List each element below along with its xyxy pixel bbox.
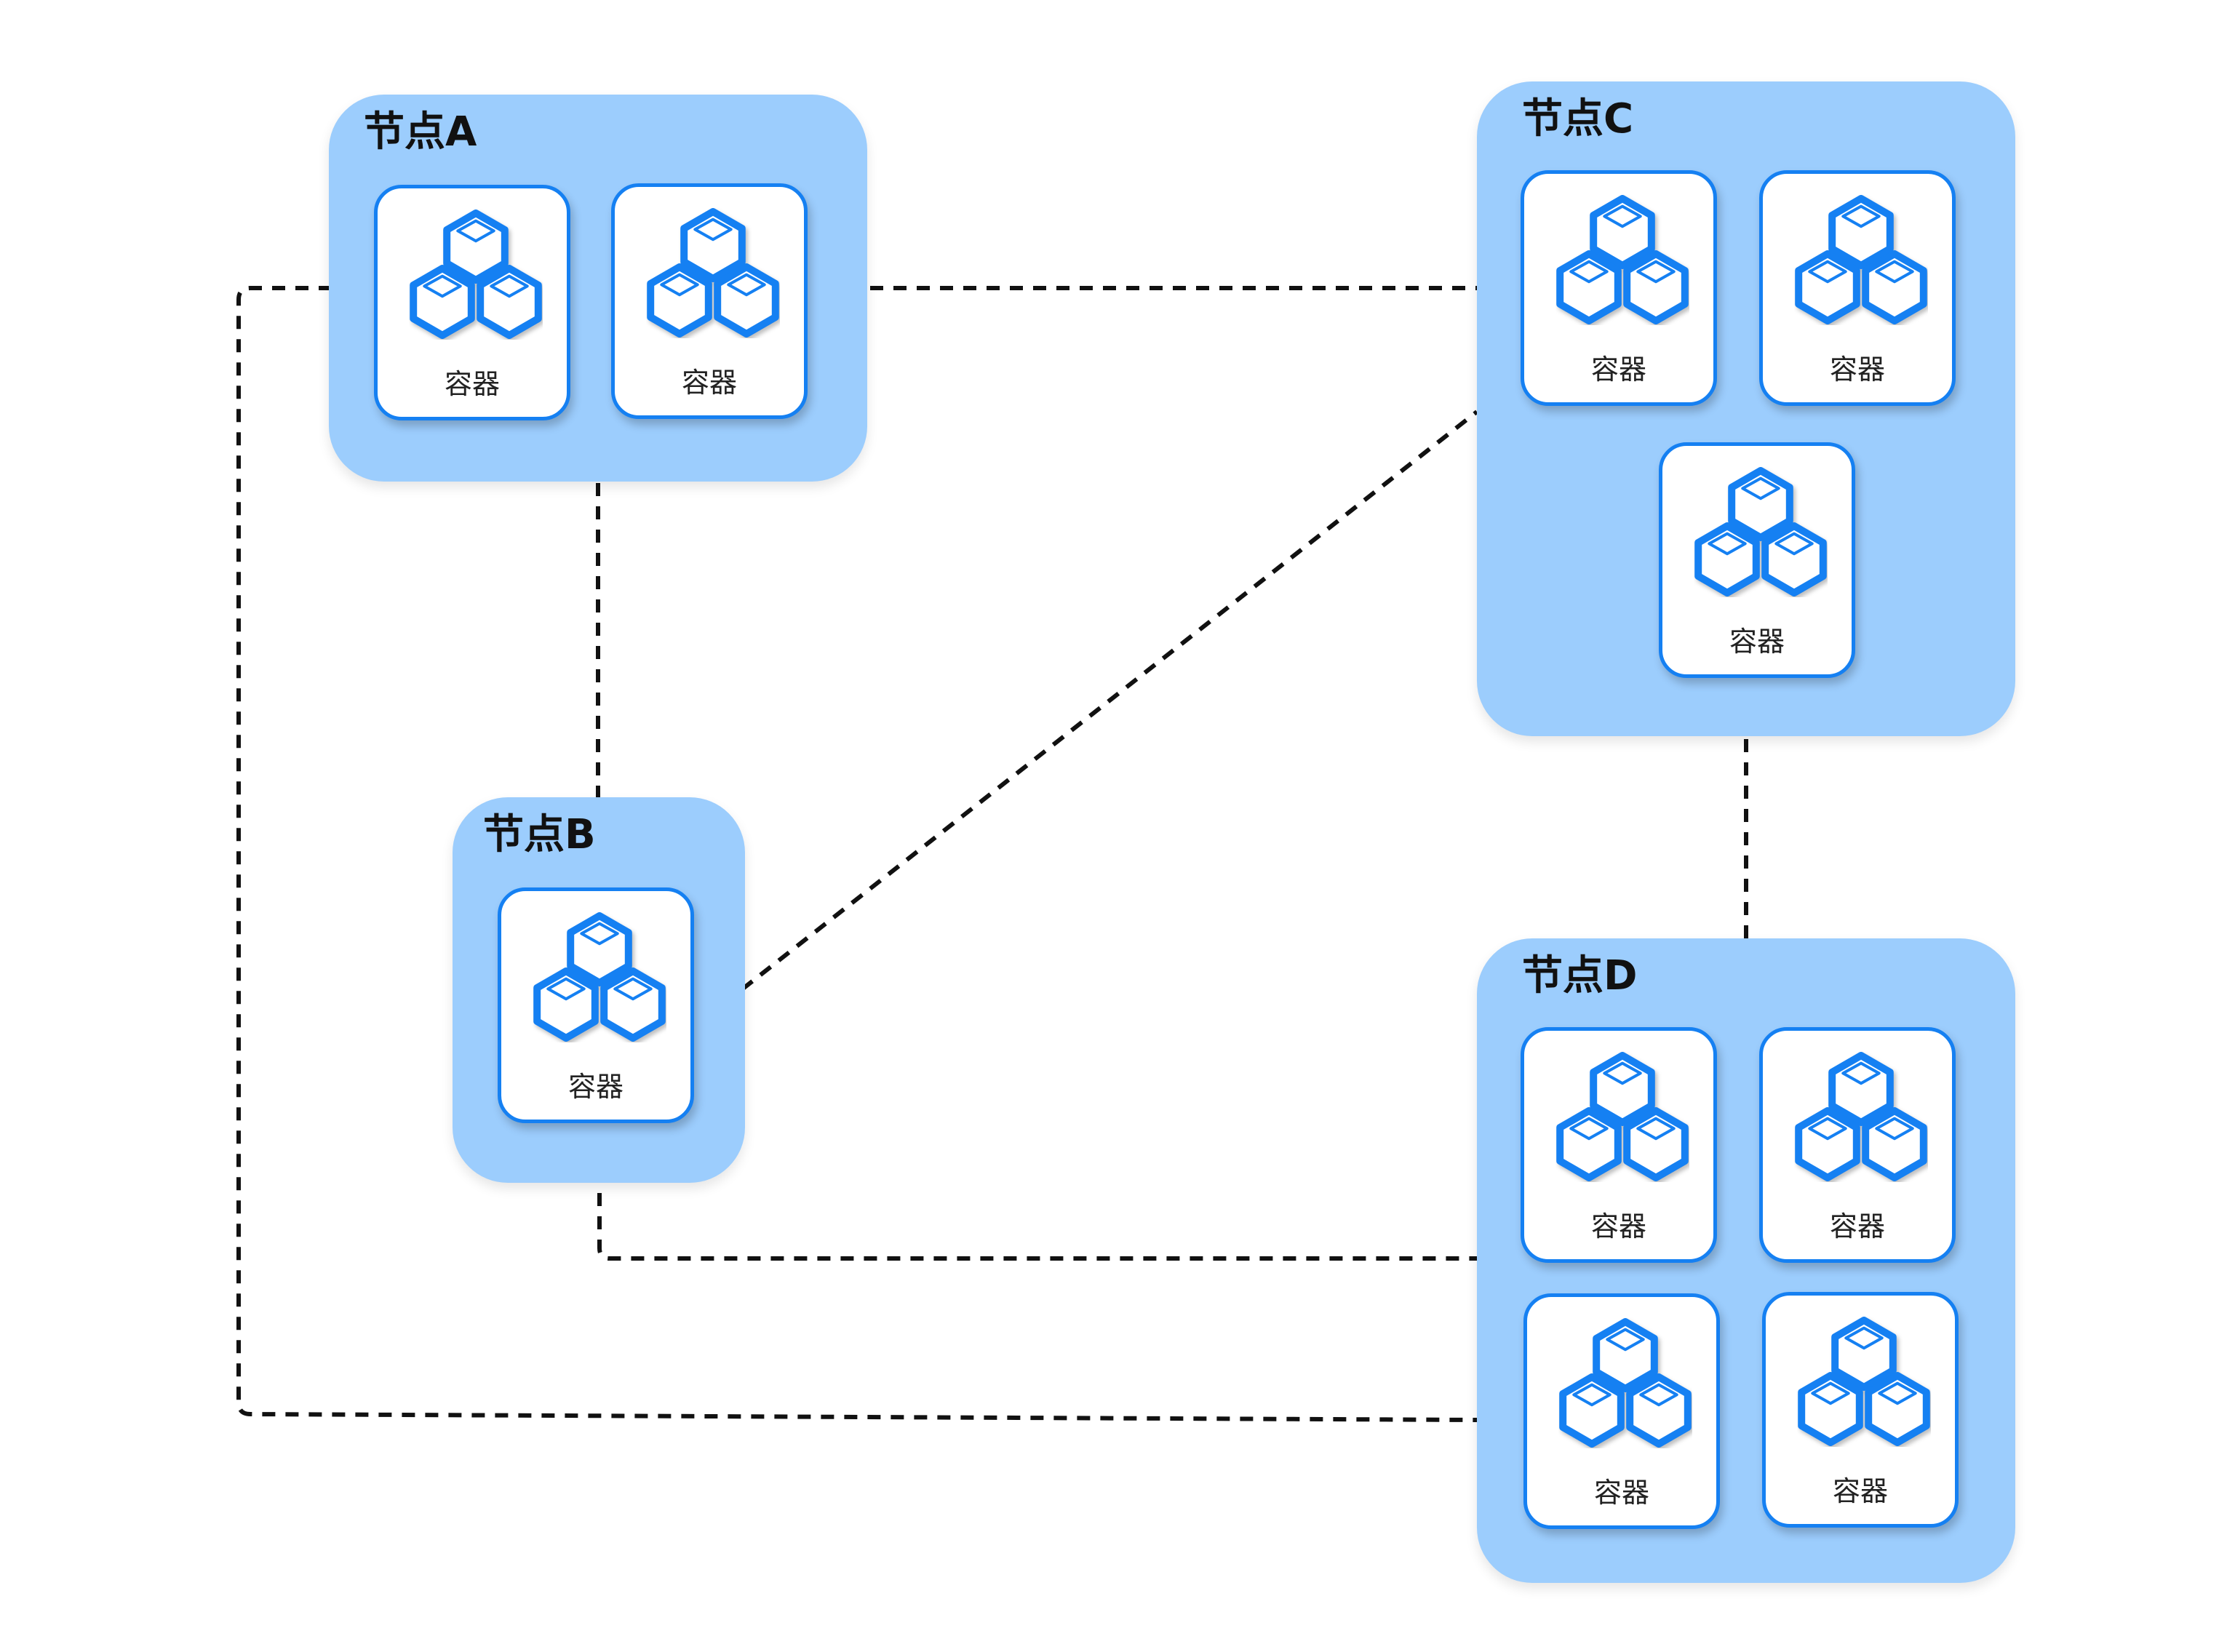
cubes-icon	[1794, 1051, 1928, 1182]
container-card[interactable]: 容器	[374, 185, 570, 420]
cubes-icon	[1694, 466, 1828, 597]
node-title: 节点D	[1522, 952, 1638, 999]
container-card[interactable]: 容器	[1523, 1293, 1720, 1529]
link-b-c	[741, 410, 1478, 991]
container-label: 容器	[567, 1071, 624, 1103]
container-label: 容器	[1832, 1475, 1888, 1507]
container-label: 容器	[1729, 626, 1785, 658]
node-title: 节点B	[483, 811, 596, 858]
node-d[interactable]: 节点D 容器 容器 容器 容器	[1477, 938, 2015, 1583]
container-card[interactable]: 容器	[1759, 1027, 1956, 1263]
container-label: 容器	[444, 368, 500, 400]
container-label: 容器	[1590, 354, 1646, 386]
container-card[interactable]: 容器	[1762, 1292, 1959, 1528]
node-b[interactable]: 节点B 容器	[453, 797, 745, 1183]
cubes-icon	[533, 911, 666, 1042]
container-label: 容器	[681, 367, 737, 399]
cubes-icon	[1555, 194, 1689, 325]
cubes-icon	[1794, 194, 1928, 325]
link-a-d	[236, 286, 1478, 1422]
node-title: 节点C	[1522, 95, 1634, 143]
container-label: 容器	[1829, 1210, 1885, 1242]
node-c[interactable]: 节点C 容器 容器 容器	[1477, 81, 2015, 736]
container-card[interactable]: 容器	[1759, 170, 1956, 406]
container-card[interactable]: 容器	[1521, 1027, 1717, 1263]
cubes-icon	[1558, 1317, 1692, 1448]
node-title: 节点A	[364, 108, 477, 156]
link-b-d	[597, 1193, 1477, 1261]
container-label: 容器	[1590, 1210, 1646, 1242]
cubes-icon	[646, 207, 780, 338]
cubes-icon	[1555, 1051, 1689, 1182]
container-label: 容器	[1829, 354, 1885, 386]
container-card[interactable]: 容器	[1521, 170, 1717, 406]
container-card[interactable]: 容器	[1659, 442, 1855, 678]
container-card[interactable]: 容器	[498, 887, 694, 1123]
cubes-icon	[1797, 1316, 1931, 1447]
container-card[interactable]: 容器	[611, 183, 808, 419]
cubes-icon	[409, 209, 543, 340]
node-a[interactable]: 节点A 容器 容器	[329, 95, 867, 482]
container-label: 容器	[1593, 1477, 1649, 1509]
